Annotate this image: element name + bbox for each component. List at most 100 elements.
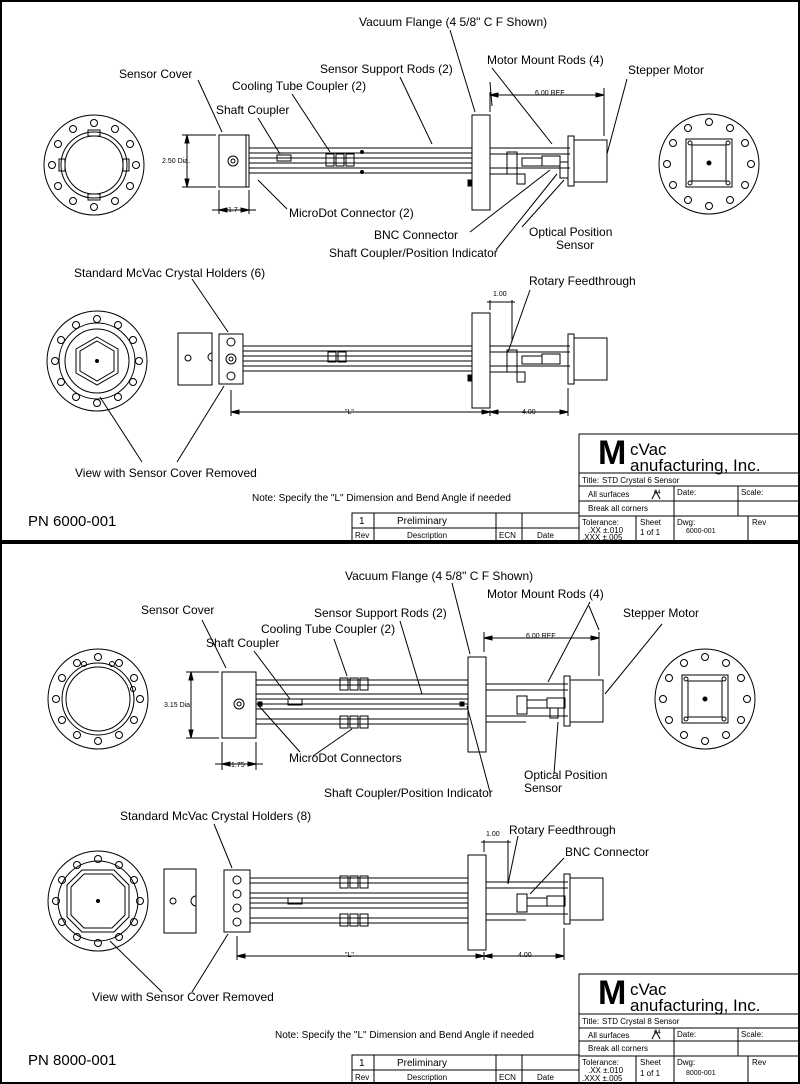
company-name-line1: cVac <box>630 980 667 999</box>
title-block-frame <box>351 433 798 540</box>
drawing-sheet-8000: Vacuum Flange (4 5/8" C F Shown) Sensor … <box>0 542 800 1084</box>
label-cooling-tube-coupler: Cooling Tube Coupler (2) <box>232 79 367 93</box>
label-view-removed: View with Sensor Cover Removed <box>92 990 274 1004</box>
label-shaft-coupler-position: Shaft Coupler/Position Indicator <box>329 246 498 260</box>
drawing-sheet-6000: Vacuum Flange (4 5/8" C F Shown) Sensor … <box>0 0 800 542</box>
label-sensor-cover: Sensor Cover <box>119 67 193 81</box>
company-name-line1: cVac <box>630 440 667 459</box>
tolerance-xxx: .XXX ±.005 <box>582 533 623 542</box>
dim-len: 1.7 <box>228 207 238 214</box>
title-block-frame <box>351 973 798 1082</box>
part-number: PN 8000-001 <box>28 1052 117 1069</box>
dim-len: 1.75 <box>231 762 245 769</box>
dim-bend: 1.00 <box>493 291 507 298</box>
title-value: STD Crystal 8 Sensor <box>602 1017 680 1026</box>
scale-label: Scale: <box>741 1030 764 1039</box>
dim-ref: 6.00 REF <box>526 633 556 640</box>
dwg-value: 6000-001 <box>686 528 716 535</box>
revision-description: Preliminary <box>397 1058 448 1069</box>
tolerance-xx: .XX ±.010 <box>588 1066 624 1075</box>
dwg-label: Dwg: <box>677 518 696 527</box>
revision-number: 1 <box>359 1058 365 1069</box>
revision-header-ecn: ECN <box>499 531 516 540</box>
dim-l: "L" <box>345 952 354 959</box>
tolerance-xx: .XX ±.010 <box>588 526 624 535</box>
sheet-label: Sheet <box>640 1058 661 1067</box>
flange-end-view-motor <box>654 648 756 750</box>
surface-finish: 64 <box>654 490 661 496</box>
label-optical-sensor: Sensor <box>556 238 595 252</box>
leaders-bottom <box>99 278 531 463</box>
technical-drawing-8000 <box>47 582 798 1082</box>
part-number: PN 6000-001 <box>28 513 117 530</box>
label-bnc-connector: BNC Connector <box>565 845 650 859</box>
label-optical-sensor: Sensor <box>524 781 563 795</box>
side-view-bottom <box>223 840 604 960</box>
revision-description: Preliminary <box>397 516 448 527</box>
leaders-top <box>201 582 663 793</box>
label-rotary-feedthrough: Rotary Feedthrough <box>529 274 636 288</box>
side-view-bottom <box>218 300 608 416</box>
label-rotary-feedthrough: Rotary Feedthrough <box>509 823 616 837</box>
label-crystal-holders: Standard McVac Crystal Holders (8) <box>120 809 312 823</box>
revision-header-rev: Rev <box>355 1073 370 1082</box>
title-label: Title: <box>582 1017 600 1026</box>
title-label: Title: <box>582 476 600 485</box>
tolerance-xxx: .XXX ±.005 <box>582 1074 623 1083</box>
label-cooling-tube-coupler: Cooling Tube Coupler (2) <box>261 622 396 636</box>
crystal-end-view <box>46 310 148 412</box>
label-optical-position: Optical Position <box>529 225 613 239</box>
company-name-line2: anufacturing, Inc. <box>630 996 761 1015</box>
dim-dia: 3.15 Dia. <box>164 702 193 709</box>
scale-label: Scale: <box>741 488 764 497</box>
crystal-end-view <box>47 850 149 952</box>
label-microdot-connector: MicroDot Connector (2) <box>289 206 414 220</box>
label-motor-mount-rods: Motor Mount Rods (4) <box>487 53 604 67</box>
flange-end-view-cover <box>47 648 149 750</box>
dim-bend: 1.00 <box>486 831 500 838</box>
rev-label: Rev <box>752 518 767 527</box>
revision-header-date: Date <box>537 1073 554 1082</box>
label-sensor-support-rods: Sensor Support Rods (2) <box>320 62 453 76</box>
label-bnc-connector: BNC Connector <box>374 228 459 242</box>
label-stepper-motor: Stepper Motor <box>628 63 705 77</box>
side-view-top <box>182 88 608 214</box>
company-name-line2: anufacturing, Inc. <box>630 456 761 475</box>
leaders-bottom <box>109 823 565 993</box>
sheet-value: 1 of 1 <box>640 528 661 537</box>
company-logo-m: M <box>598 974 627 1012</box>
company-logo-m: M <box>598 434 627 472</box>
revision-header-ecn: ECN <box>499 1073 516 1082</box>
flange-end-view-cover <box>43 114 145 216</box>
tolerance-label: Tolerance: <box>582 1058 619 1067</box>
label-motor-mount-rods: Motor Mount Rods (4) <box>487 587 604 601</box>
rev-label: Rev <box>752 1058 767 1067</box>
note-text: Note: Specify the "L" Dimension and Bend… <box>252 493 511 504</box>
label-crystal-holders: Standard McVac Crystal Holders (6) <box>74 266 266 280</box>
date-label: Date: <box>677 1030 697 1039</box>
dwg-value: 8000-001 <box>686 1070 716 1077</box>
label-microdot-connector: MicroDot Connectors <box>289 751 402 765</box>
tolerance-label: Tolerance: <box>582 518 619 527</box>
label-vacuum-flange: Vacuum Flange (4 5/8" C F Shown) <box>359 15 548 29</box>
title-value: STD Crystal 6 Sensor <box>602 476 680 485</box>
crystal-holder-plate <box>177 332 213 386</box>
date-label: Date: <box>677 488 697 497</box>
all-surfaces: All surfaces <box>588 490 630 499</box>
label-shaft-coupler-position: Shaft Coupler/Position Indicator <box>324 786 493 800</box>
label-vacuum-flange: Vacuum Flange (4 5/8" C F Shown) <box>345 569 534 583</box>
crystal-holder-plate <box>163 868 197 934</box>
note-text: Note: Specify the "L" Dimension and Bend… <box>275 1030 534 1041</box>
dim-l: "L" <box>345 409 354 416</box>
all-surfaces: All surfaces <box>588 1031 630 1040</box>
label-view-removed: View with Sensor Cover Removed <box>75 466 257 480</box>
dim-four: 4.00 <box>518 952 532 959</box>
break-corners: Break all corners <box>588 504 649 513</box>
technical-drawing-6000 <box>43 29 798 540</box>
label-shaft-coupler: Shaft Coupler <box>206 636 280 650</box>
sheet-label: Sheet <box>640 518 661 527</box>
dim-ref: 6.00 REF <box>535 90 565 97</box>
label-sensor-support-rods: Sensor Support Rods (2) <box>314 606 447 620</box>
label-stepper-motor: Stepper Motor <box>623 606 700 620</box>
leaders-top <box>197 29 628 251</box>
